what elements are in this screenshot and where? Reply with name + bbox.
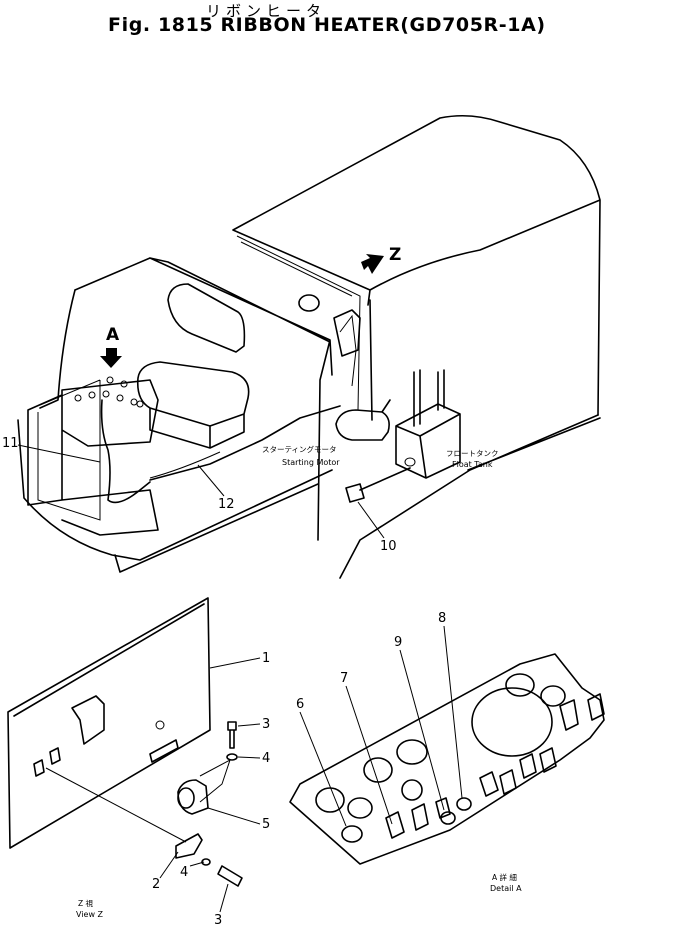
leader-2: [159, 851, 179, 879]
callout-12: 12: [218, 497, 235, 512]
gauge-top: [505, 673, 535, 697]
gauge-mid: [396, 739, 428, 765]
leader-1: [209, 657, 261, 669]
arrow-z-label: Z: [389, 245, 401, 265]
console-knobs: [74, 376, 144, 408]
leader-4-lower: [189, 861, 205, 867]
heater-panel-1: [7, 597, 211, 849]
leader-10: [357, 501, 385, 539]
leader-5: [207, 807, 261, 825]
bracket-2: [175, 833, 203, 859]
panel-stud: [155, 720, 165, 730]
relay-5-face: [177, 787, 195, 809]
callout-3-lower: 3: [214, 913, 222, 925]
figure-title: Fig. 1815 RIBBON HEATER(GD705R-1A): [108, 14, 578, 36]
panel-to-bracket-leader: [45, 767, 187, 843]
leader-3-upper: [237, 723, 261, 727]
arrow-z-icon: [361, 254, 384, 274]
callout-4-lower: 4: [180, 865, 188, 880]
dashboard-console: [27, 379, 159, 536]
panel-clip: [71, 695, 105, 745]
callout-7: 7: [340, 671, 348, 686]
callout-5: 5: [262, 817, 270, 832]
callout-8: 8: [438, 611, 446, 626]
leader-4-upper: [237, 756, 261, 759]
gauge-right: [540, 685, 566, 707]
fig-label: Fig.: [108, 14, 151, 36]
float-tank-label-jp: フロートタンク: [446, 449, 499, 458]
panel-terminals: [33, 747, 61, 777]
hood-underside: [339, 299, 601, 579]
float-tank-port: [404, 457, 416, 467]
callout-10: 10: [380, 539, 397, 554]
model-code: (GD705R-1A): [400, 14, 546, 36]
washer-4-lower: [201, 858, 211, 866]
arrow-a-icon: [100, 348, 122, 368]
title-text: RIBBON HEATER: [220, 14, 401, 36]
callout-6: 6: [296, 697, 304, 712]
operator-seat: [136, 283, 250, 449]
float-tank-pipes: [413, 369, 445, 427]
heater-switch-6: [341, 825, 363, 843]
leader-9: [399, 649, 445, 811]
control-knobs: [385, 693, 605, 839]
panel-plate: [289, 653, 605, 865]
bolt-3-upper: [227, 721, 237, 749]
relay-5: [177, 779, 209, 815]
engine-hood: [232, 114, 601, 416]
detail-a-instrument-panel: [289, 653, 605, 865]
hood-inner-edge: [236, 235, 361, 411]
machine-assembly: [17, 114, 601, 579]
float-tank-label-en: Float Tank: [452, 460, 493, 469]
cab-frame: [39, 257, 333, 541]
callout-9: 9: [394, 635, 402, 650]
callout-2: 2: [152, 877, 160, 892]
view-z-assembly: [7, 597, 243, 887]
heater-wire-11: [100, 399, 151, 504]
callout-11: 11: [2, 436, 19, 451]
leader-3-lower: [219, 883, 229, 913]
gauge-large: [471, 687, 553, 757]
leader-12: [197, 464, 225, 497]
wire-harness: [149, 314, 357, 479]
floor-outline: [17, 419, 333, 573]
view-z-label-en: View Z: [76, 910, 104, 919]
arrow-a-label: A: [106, 325, 120, 345]
panel-slot: [149, 739, 179, 763]
hood-hole: [298, 294, 320, 312]
callout-4-upper: 4: [262, 751, 270, 766]
indicator-9: [440, 811, 456, 825]
pilot-lamp-7: [401, 779, 423, 801]
washer-4-upper: [226, 753, 238, 761]
indicator-8: [456, 797, 472, 811]
starting-motor: [335, 399, 391, 441]
gauge-left: [315, 787, 345, 813]
leader-11: [17, 444, 101, 463]
fig-number: 1815: [157, 14, 214, 36]
callout-1: 1: [262, 651, 270, 666]
heater-wire-12: [149, 405, 341, 481]
mount-guideline: [199, 758, 231, 803]
leader-7: [345, 685, 393, 825]
relay-box: [333, 309, 361, 357]
heater-fitting-10: [345, 467, 411, 503]
float-tank: [395, 403, 461, 479]
detail-a-label-jp: A 詳 細: [492, 872, 517, 882]
gauge-mid-left: [363, 757, 393, 783]
leader-6: [299, 711, 347, 827]
view-z-label-jp: Z 視: [78, 899, 94, 908]
starting-motor-label-en: Starting Motor: [282, 458, 340, 467]
callout-3-upper: 3: [262, 717, 270, 732]
starting-motor-label-jp: スターティングモータ: [262, 444, 337, 454]
bolt-3-lower: [217, 865, 243, 887]
leader-8: [443, 625, 463, 799]
gauge-left-2: [347, 797, 373, 819]
title-kana: リボンヒータ: [206, 2, 327, 20]
detail-a-label-en: Detail A: [490, 884, 522, 893]
